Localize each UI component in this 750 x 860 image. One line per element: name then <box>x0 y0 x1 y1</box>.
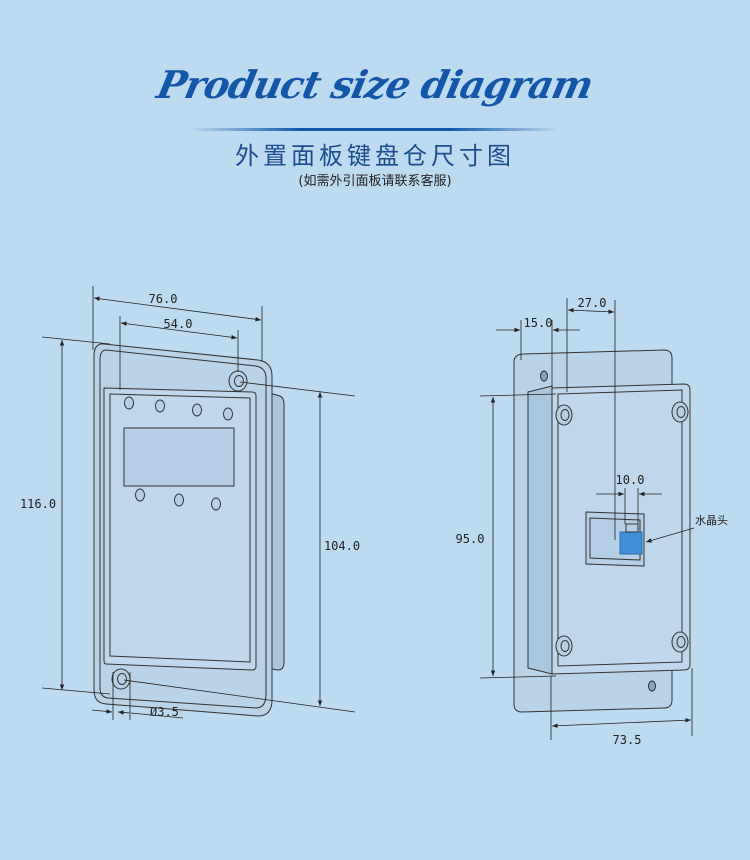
front-view <box>93 343 285 717</box>
front-led <box>223 407 233 421</box>
front-inner-panel-edge <box>109 393 251 663</box>
back-screw <box>671 631 689 653</box>
front-mount-hole-bottom <box>111 668 131 690</box>
front-button <box>135 488 145 502</box>
back-crystal-head <box>619 531 643 555</box>
back-screw <box>671 401 689 423</box>
dim-label-overall-height: 116.0 <box>20 497 56 511</box>
dim-label-jack-width: 10.0 <box>616 473 645 487</box>
back-flange-hole <box>648 680 656 692</box>
page-subtitle: (如需外引面板请联系客服) <box>298 174 452 189</box>
dim-label-jack-offset: 27.0 <box>578 296 607 310</box>
dim-label-hole-diameter: Ø3.5 <box>150 705 179 719</box>
callout-leader <box>645 527 695 543</box>
front-button <box>211 497 221 511</box>
dim-line-hole <box>91 709 113 714</box>
front-outer-plate-inner-edge <box>99 349 267 709</box>
callout-crystal-head: 水晶头 <box>695 514 728 527</box>
front-mount-hole-top <box>228 370 248 392</box>
dim-line-27 <box>567 308 615 314</box>
dim-line-76 <box>93 296 262 322</box>
back-body-edge <box>557 389 683 667</box>
front-button <box>174 493 184 507</box>
dim-label-body-width: 73.5 <box>613 733 642 747</box>
back-screw <box>555 404 573 426</box>
back-dimension-lines <box>479 298 695 740</box>
dim-label-body-height: 104.0 <box>324 539 360 553</box>
title-rule <box>190 128 560 131</box>
dim-label-body-height: 95.0 <box>456 532 485 546</box>
front-display-window <box>123 427 235 487</box>
dim-label-left-offset: 15.0 <box>524 316 553 330</box>
dim-line-73 <box>551 718 692 728</box>
dim-line-54 <box>120 321 238 340</box>
front-dimension-labels: 76.0 54.0 116.0 104.0 Ø3.5 <box>20 292 360 719</box>
front-led <box>124 396 134 410</box>
front-dimension-lines <box>41 286 356 720</box>
back-body-side <box>527 385 553 675</box>
back-flange-hole <box>540 370 548 382</box>
front-led <box>192 403 202 417</box>
dim-label-overall-width: 76.0 <box>149 292 178 306</box>
back-view <box>513 349 691 713</box>
back-dimension-labels: 15.0 27.0 10.0 95.0 73.5 水晶头 <box>456 296 728 747</box>
back-screw <box>555 635 573 657</box>
header: Product size diagram 外置面板键盘仓尺寸图 (如需外引面板请… <box>0 0 750 200</box>
front-led <box>155 399 165 413</box>
page-title: 外置面板键盘仓尺寸图 <box>235 142 515 170</box>
dim-label-hole-spacing: 54.0 <box>164 317 193 331</box>
